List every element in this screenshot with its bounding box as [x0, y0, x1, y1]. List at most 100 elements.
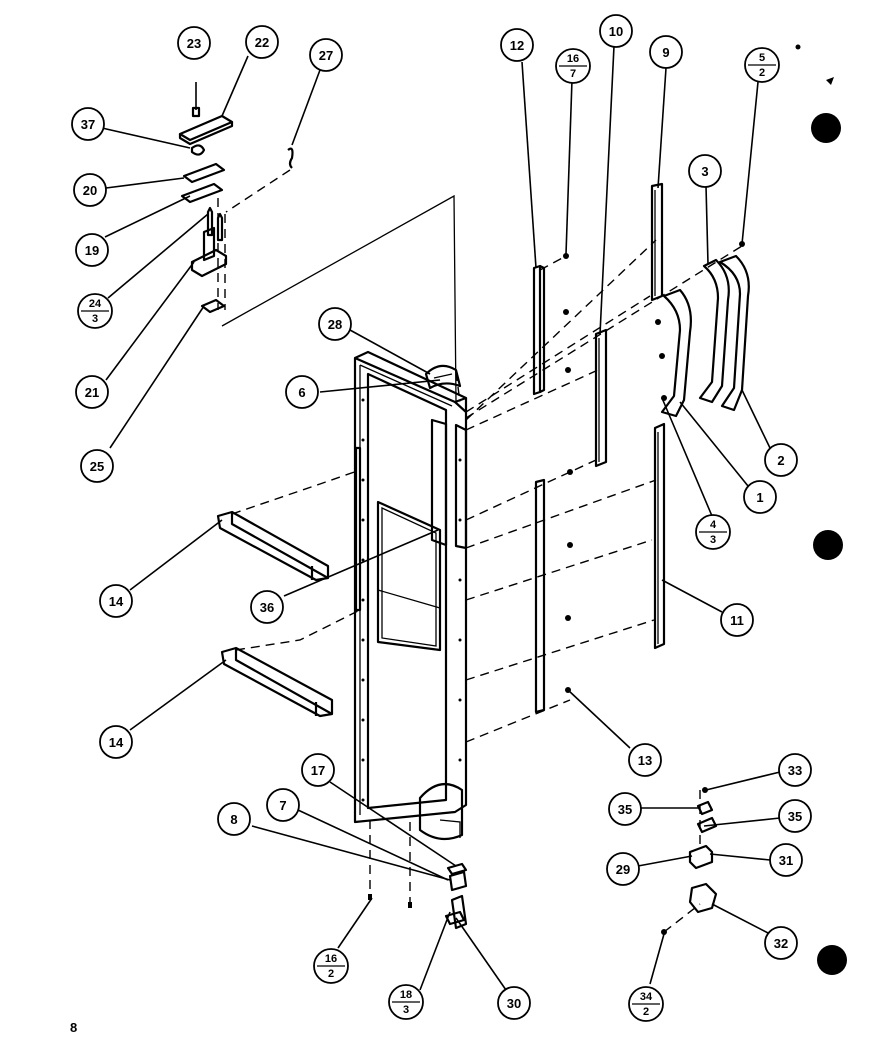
callout-36: 36 — [250, 590, 284, 624]
lower-right-hinge-assembly — [661, 787, 718, 935]
svg-text:28: 28 — [328, 317, 342, 332]
callout-37: 37 — [71, 107, 105, 141]
svg-text:27: 27 — [319, 48, 333, 63]
handle-piece-1 — [660, 288, 692, 418]
door-panel — [353, 350, 468, 841]
svg-text:3: 3 — [701, 164, 708, 179]
callout-24-over-3: 24 3 — [77, 293, 113, 329]
callout-11: 11 — [720, 603, 754, 637]
svg-text:31: 31 — [779, 853, 793, 868]
svg-text:20: 20 — [83, 183, 97, 198]
svg-text:9: 9 — [662, 45, 669, 60]
svg-text:3: 3 — [710, 534, 716, 546]
svg-text:12: 12 — [510, 38, 524, 53]
svg-text:3: 3 — [403, 1004, 409, 1016]
callout-13: 13 — [628, 743, 662, 777]
callout-19: 19 — [75, 233, 109, 267]
punch-hole-mark — [813, 530, 843, 560]
callout-31: 31 — [769, 843, 803, 877]
strip-part-13 — [534, 478, 546, 714]
callout-16-over-7: 16 7 — [555, 48, 591, 84]
callout-6: 6 — [285, 375, 319, 409]
callout-5-over-2: 5 2 — [744, 47, 780, 83]
callout-32: 32 — [764, 926, 798, 960]
svg-text:5: 5 — [759, 52, 765, 64]
svg-text:2: 2 — [777, 453, 784, 468]
svg-text:13: 13 — [638, 753, 652, 768]
top-hinge-assembly — [178, 82, 457, 403]
gasket-strip-10 — [594, 328, 608, 468]
long-strip-11 — [653, 422, 666, 650]
svg-text:35: 35 — [788, 809, 802, 824]
callout-27: 27 — [309, 38, 343, 72]
callout-9: 9 — [649, 35, 683, 69]
svg-text:14: 14 — [109, 594, 124, 609]
svg-text:2: 2 — [759, 67, 765, 79]
callout-20: 20 — [73, 173, 107, 207]
svg-text:7: 7 — [279, 798, 286, 813]
hinge-cup — [424, 364, 462, 403]
svg-text:21: 21 — [85, 385, 99, 400]
callout-29: 29 — [606, 852, 640, 886]
callout-30: 30 — [497, 986, 531, 1020]
svg-text:14: 14 — [109, 735, 124, 750]
callout-34-over-2: 34 2 — [628, 986, 664, 1022]
svg-text:2: 2 — [643, 1006, 649, 1018]
svg-text:29: 29 — [616, 862, 630, 877]
callout-8: 8 — [217, 802, 251, 836]
svg-text:23: 23 — [187, 36, 201, 51]
callout-28: 28 — [318, 307, 352, 341]
callout-35-right: 35 — [778, 799, 812, 833]
callout-3: 3 — [688, 154, 722, 188]
callout-10: 10 — [599, 14, 633, 48]
svg-text:37: 37 — [81, 117, 95, 132]
punch-hole-mark — [817, 945, 847, 975]
callout-2: 2 — [764, 443, 798, 477]
callout-23: 23 — [177, 26, 211, 60]
page-number: 8 — [70, 1020, 78, 1035]
handle-piece-2 — [718, 254, 750, 412]
svg-text:17: 17 — [311, 763, 325, 778]
svg-text:8: 8 — [230, 812, 237, 827]
svg-text:4: 4 — [710, 519, 717, 531]
svg-text:36: 36 — [260, 600, 274, 615]
strip-part-12 — [532, 264, 546, 396]
svg-text:6: 6 — [298, 385, 305, 400]
callout-14-upper: 14 — [99, 584, 133, 618]
svg-text:22: 22 — [255, 35, 269, 50]
svg-text:16: 16 — [567, 53, 579, 65]
svg-text:19: 19 — [85, 243, 99, 258]
svg-text:18: 18 — [400, 989, 412, 1001]
handle-piece-3 — [698, 258, 730, 404]
svg-text:32: 32 — [774, 936, 788, 951]
callout-4-over-3: 4 3 — [695, 514, 731, 550]
punch-hole-mark — [811, 113, 841, 143]
callout-18-over-3: 18 3 — [388, 984, 424, 1020]
svg-text:25: 25 — [90, 459, 104, 474]
callout-12: 12 — [500, 28, 534, 62]
callout-21: 21 — [75, 375, 109, 409]
callout-17: 17 — [301, 753, 335, 787]
callout-14-lower: 14 — [99, 725, 133, 759]
svg-text:34: 34 — [640, 991, 653, 1003]
svg-text:10: 10 — [609, 24, 623, 39]
callout-22: 22 — [245, 25, 279, 59]
callout-1: 1 — [743, 480, 777, 514]
callout-35-left: 35 — [608, 792, 642, 826]
handle-bracket-lower — [220, 609, 361, 718]
svg-text:1: 1 — [756, 490, 763, 505]
callout-7: 7 — [266, 788, 300, 822]
handle-bracket-upper — [216, 469, 361, 582]
callout-33: 33 — [778, 753, 812, 787]
callout-25: 25 — [80, 449, 114, 483]
svg-text:7: 7 — [570, 68, 576, 80]
callout-16-over-2: 16 2 — [313, 948, 349, 984]
bottom-hinge-assembly — [368, 820, 468, 930]
svg-text:3: 3 — [92, 313, 98, 325]
svg-text:30: 30 — [507, 996, 521, 1011]
svg-text:16: 16 — [325, 953, 337, 965]
leader-lines — [101, 45, 781, 991]
svg-text:33: 33 — [788, 763, 802, 778]
